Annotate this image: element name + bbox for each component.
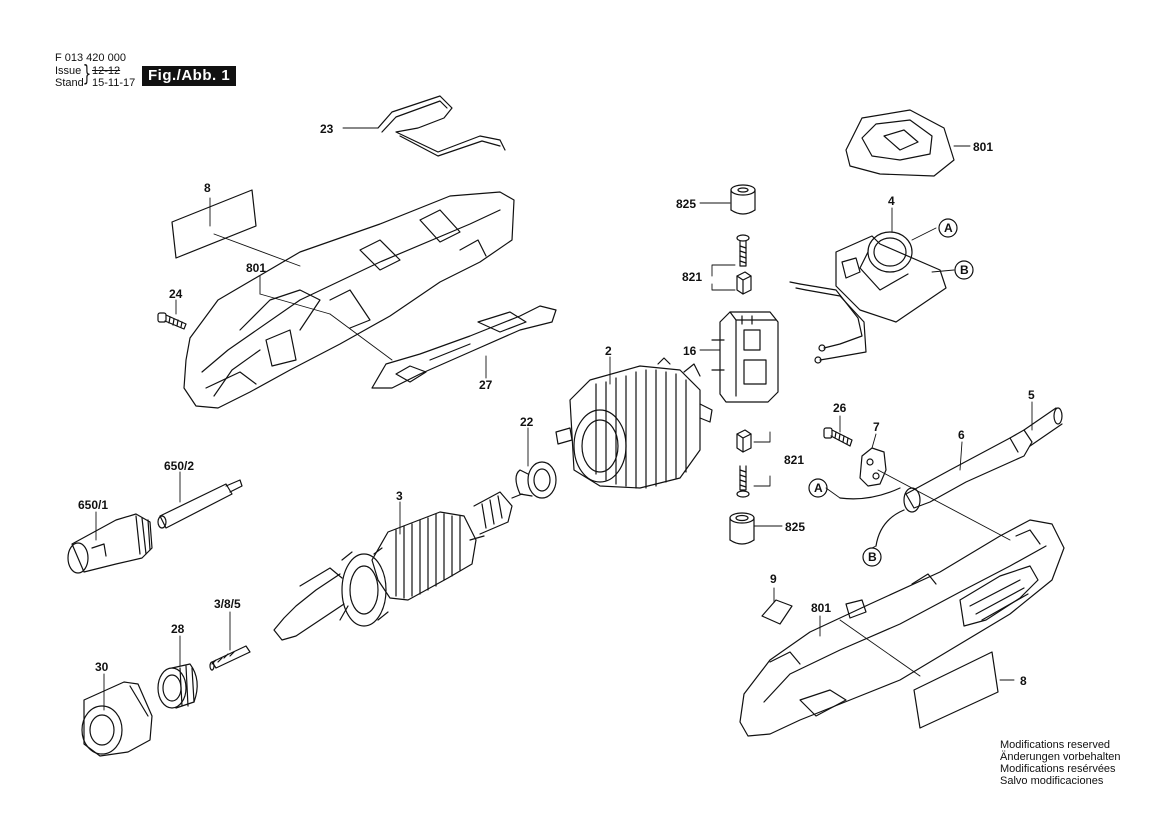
part-801-housing-left [183, 191, 515, 409]
label-801-left: 801 [246, 261, 266, 275]
label-9: 9 [770, 572, 777, 586]
note-de: Änderungen vorbehalten [1000, 751, 1121, 763]
connector-b-top-label: B [960, 263, 969, 277]
label-3-8-5: 3/8/5 [214, 597, 241, 611]
connector-a-top-label: A [944, 221, 953, 235]
part-23-hanger [377, 95, 506, 157]
label-825-top: 825 [676, 197, 696, 211]
wire-a [839, 487, 901, 500]
label-650-2: 650/2 [164, 459, 194, 473]
stand-label: Stand [55, 77, 84, 89]
label-6: 6 [958, 428, 965, 442]
label-27: 27 [479, 378, 493, 392]
label-22: 22 [520, 415, 534, 429]
part-screw-upper [736, 234, 750, 267]
label-24: 24 [169, 287, 183, 301]
connector-a-top [938, 218, 958, 238]
note-es: Salvo modificaciones [1000, 775, 1104, 787]
note-en: Modifications reserved [1000, 739, 1111, 751]
part-7-clamp [859, 447, 887, 487]
note-fr: Modifications resérvées [1000, 763, 1116, 775]
label-30: 30 [95, 660, 109, 674]
label-16: 16 [683, 344, 697, 358]
part-6-cord-sleeve [903, 429, 1033, 513]
label-801-right: 801 [811, 601, 831, 615]
part-8-label-left [171, 189, 257, 259]
part-650-2-tube [157, 479, 243, 529]
part-801-housing-right [739, 519, 1065, 737]
label-825-bottom: 825 [785, 520, 805, 534]
part-30-cap [81, 681, 153, 757]
part-2-field [555, 357, 713, 489]
connector-b-wire-label: B [868, 550, 877, 564]
wire-b [875, 509, 905, 547]
label-28: 28 [171, 622, 185, 636]
label-23: 23 [320, 122, 334, 136]
part-4-module [789, 231, 947, 364]
label-26: 26 [833, 401, 847, 415]
part-16-switch [711, 311, 779, 403]
part-27-slider [371, 305, 557, 389]
part-28-ring [157, 663, 198, 709]
modifications-notes: Modifications reserved Änderungen vorbeh… [1000, 739, 1120, 787]
label-2: 2 [605, 344, 612, 358]
part-screw-lower [736, 465, 750, 498]
connector-b-top [954, 260, 974, 280]
part-22-bearing [515, 461, 557, 499]
part-8-label-right [913, 651, 999, 729]
part-number: F 013 420 000 [55, 52, 126, 64]
part-801-cap [845, 109, 955, 177]
issue-label: Issue [55, 65, 82, 77]
connector-b-wire [862, 547, 882, 567]
part-9-label [761, 599, 793, 625]
part-26-screw [823, 427, 853, 447]
stand-value: 15-11-17 [92, 77, 136, 89]
part-24-screw [157, 312, 187, 330]
part-650-1-nozzle [67, 513, 153, 574]
part-825-sleeve-top [730, 184, 756, 215]
label-8-right: 8 [1020, 674, 1027, 688]
part-3-armature [273, 491, 523, 641]
label-3: 3 [396, 489, 403, 503]
figure-label: Fig./Abb. 1 [142, 66, 237, 86]
brace-icon: } [82, 62, 92, 87]
part-825-sleeve-lower [729, 512, 755, 545]
label-4: 4 [888, 194, 895, 208]
issue-value: 12-12 [92, 65, 121, 77]
connector-a-wire-label: A [814, 481, 823, 495]
part-5-cord [1023, 407, 1063, 447]
label-8-left: 8 [204, 181, 211, 195]
label-7: 7 [873, 420, 880, 434]
label-5: 5 [1028, 388, 1035, 402]
connector-a-wire [808, 478, 828, 498]
part-821-block-upper [736, 271, 752, 295]
label-801-cap: 801 [973, 140, 993, 154]
leader-lines [95, 127, 1033, 711]
part-821-block-lower [736, 429, 752, 453]
part-3-8-5-collet [209, 645, 251, 671]
label-650-1: 650/1 [78, 498, 108, 512]
label-821-top: 821 [682, 270, 702, 284]
label-821-bottom: 821 [784, 453, 804, 467]
